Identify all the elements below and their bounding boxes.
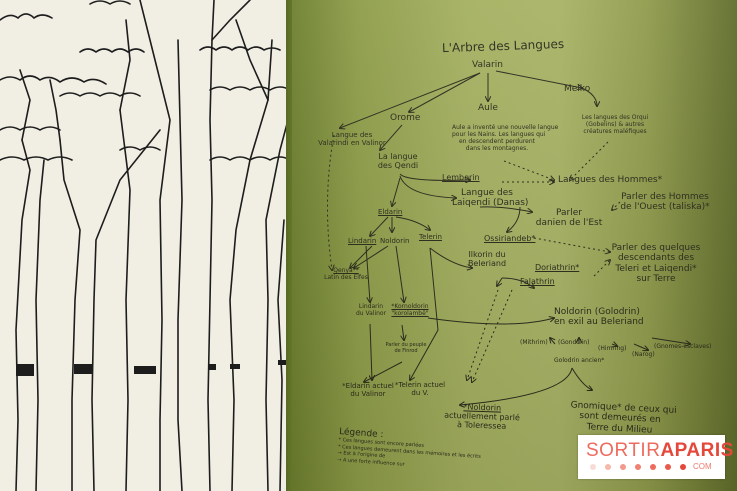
node-noldorin-exil: Noldorin (Golodrin) en exil au Beleriand: [554, 307, 644, 328]
node-descendants: Parler des quelques descendants des Tele…: [611, 243, 701, 285]
node-noldorin: Noldorin: [380, 237, 410, 245]
node-gondolin: (Gondolin): [558, 339, 590, 346]
forest-illustration: [0, 0, 290, 491]
node-orqui: Les langues des Orqui (Gobelins) & autre…: [581, 114, 649, 135]
node-narog: (Narog): [632, 351, 655, 358]
node-ilkorin: Ilkorin du Beleriand: [467, 250, 507, 269]
node-hommes-ouest: Parler des Hommes de l'Ouest (taliska)*: [620, 192, 710, 213]
language-tree-panel: L'Arbre des Langues Valarin Orome Aule M…: [292, 0, 737, 491]
watermark-suffix: COM: [693, 462, 712, 471]
node-gnomique: Gnomique* de ceux qui sont demeurés en T…: [570, 400, 677, 436]
node-telerin-actuel: *Telerin actuel du V.: [394, 381, 446, 398]
node-eldarin: Eldarin: [378, 208, 403, 216]
node-falathrin: Falathrin: [520, 277, 555, 286]
panel-edge: [286, 0, 296, 491]
dot-icon: [680, 464, 686, 470]
dot-icon: [635, 464, 641, 470]
note-aule: Aule a inventé une nouvelle langue pour …: [452, 124, 559, 152]
node-aule: Aule: [478, 103, 498, 113]
node-mithrim: (Mithrim): [520, 339, 548, 346]
node-lindarin: Lindarin: [348, 237, 377, 245]
node-ossiriandeb: Ossiriandeb*: [484, 234, 536, 243]
tree-drawing: [0, 0, 290, 491]
node-valarindi: Langue des Valarindi en Valinor: [318, 131, 386, 148]
node-kornoldorin: *Kornoldorin "korolambë": [391, 303, 429, 317]
sortiraparis-watermark: SORTIRAPARIS COM: [578, 435, 733, 479]
node-danien: Parler danien de l'Est: [535, 208, 603, 229]
node-finrod: Parler du peuple de Finrod: [385, 342, 427, 354]
dot-icon: [590, 464, 596, 470]
watermark-brand: SORTIRAPARIS: [586, 440, 734, 461]
dot-icon: [605, 464, 611, 470]
node-himring: (Himring): [598, 345, 627, 352]
node-lindarin-valinor: Lindarin du Valinor: [355, 303, 387, 317]
node-noldorin-actuel: *Noldorin actuellement parlé à Toleresse…: [444, 402, 520, 432]
node-gnomes-esclaves: (Gnomes-esclaves): [654, 343, 712, 350]
node-lemberin: Lemberin: [442, 173, 480, 182]
node-laiqendi: Langue des Laiqendi (Danas): [452, 188, 529, 209]
node-orome: Orome: [390, 113, 421, 123]
dot-icon: [650, 464, 656, 470]
dot-icon: [665, 464, 671, 470]
watermark-dots: [590, 464, 686, 470]
node-qenya: Qenya** Latin des Elfes: [324, 267, 368, 281]
node-eldarin-actuel: *Eldarin actuel du Valinor: [342, 382, 394, 399]
node-valarin: Valarin: [472, 60, 503, 70]
tree-connectors: [326, 70, 737, 491]
node-qendi: La langue des Qendi: [377, 152, 419, 171]
node-langues-hommes: Langues des Hommes*: [558, 175, 663, 185]
node-golodrin-ancien: Golodrin ancien*: [554, 357, 605, 364]
node-melko: Melko: [564, 84, 591, 94]
dot-icon: [620, 464, 626, 470]
node-doriathrin: Doriathrin*: [535, 263, 580, 272]
node-telerin: Telerin: [419, 233, 442, 241]
